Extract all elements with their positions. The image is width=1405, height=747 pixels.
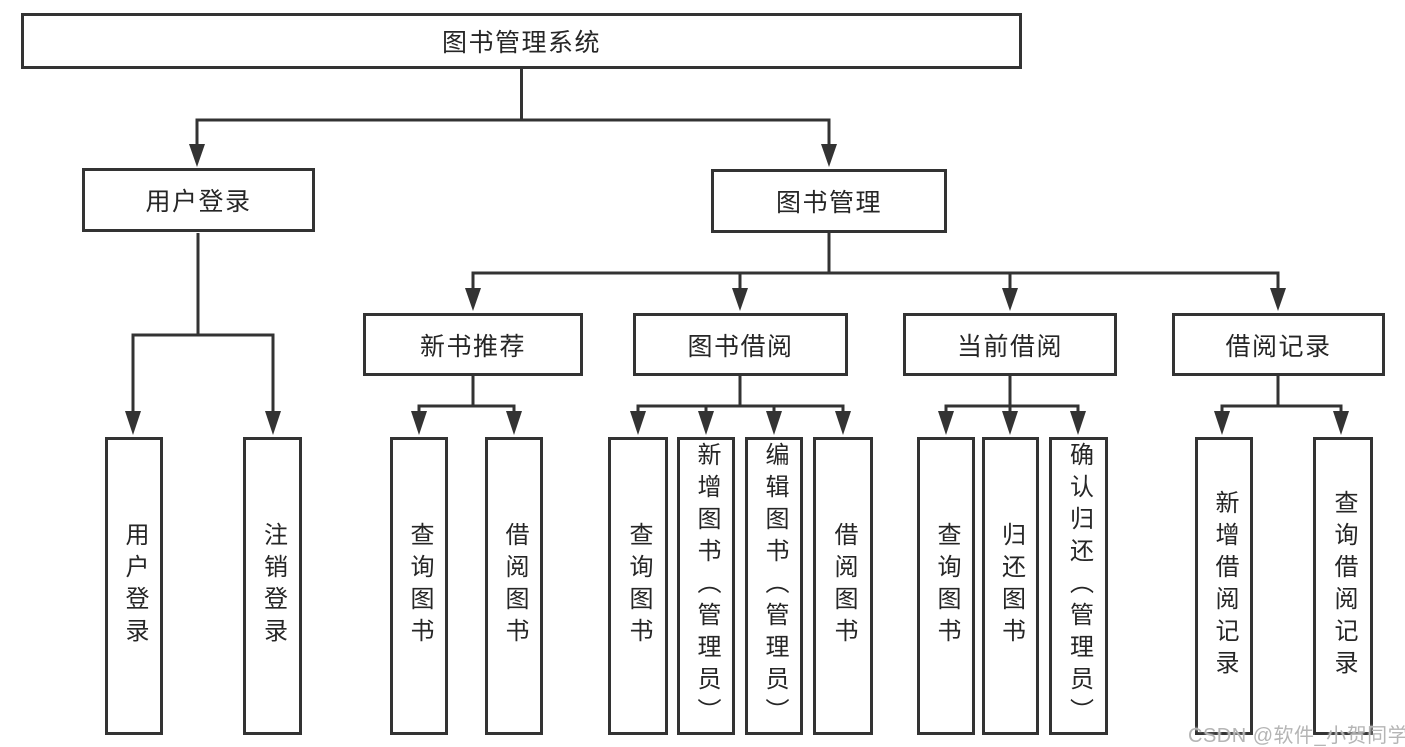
node-library-management-system: 图书管理系统 [21, 13, 1022, 69]
node-label: 图书借阅 [687, 332, 794, 361]
leaf-current-query-books: 查询图书 [917, 437, 975, 735]
node-label: 图书管理系统 [441, 29, 601, 57]
leaf-logout: 注销登录 [243, 437, 302, 735]
node-label: 新书推荐 [419, 332, 526, 361]
leaf-borrowing-borrow-books: 借阅图书 [813, 437, 873, 735]
watermark: CSDN @软件_小贺同学 [1188, 725, 1405, 747]
node-label: 用户登录 [145, 188, 252, 216]
node-current-borrowing: 当前借阅 [903, 313, 1117, 376]
node-label: 借阅记录 [1225, 332, 1332, 361]
leaf-borrowing-add-books-admin: 新增图书（管理员） [677, 437, 735, 735]
leaf-records-query-record: 查询借阅记录 [1313, 437, 1373, 735]
leaf-current-return-books: 归还图书 [982, 437, 1039, 735]
leaf-recommend-borrow-books: 借阅图书 [485, 437, 543, 735]
node-label: 图书管理 [775, 189, 882, 217]
arrowheads [125, 144, 1349, 435]
node-new-book-recommend: 新书推荐 [363, 313, 583, 376]
node-user-login: 用户登录 [82, 168, 315, 232]
leaf-user-login: 用户登录 [105, 437, 163, 735]
leaf-borrowing-edit-books-admin: 编辑图书（管理员） [745, 437, 803, 735]
leaf-records-add-record: 新增借阅记录 [1195, 437, 1253, 735]
node-book-borrowing: 图书借阅 [633, 313, 848, 376]
node-book-management: 图书管理 [711, 169, 947, 233]
leaf-borrowing-query-books: 查询图书 [608, 437, 668, 735]
leaf-recommend-query-books: 查询图书 [390, 437, 448, 735]
leaf-current-confirm-return-admin: 确认归还（管理员） [1049, 437, 1108, 735]
node-borrowing-records: 借阅记录 [1172, 313, 1385, 376]
node-label: 当前借阅 [956, 332, 1063, 361]
connector-segments [131, 69, 1343, 414]
